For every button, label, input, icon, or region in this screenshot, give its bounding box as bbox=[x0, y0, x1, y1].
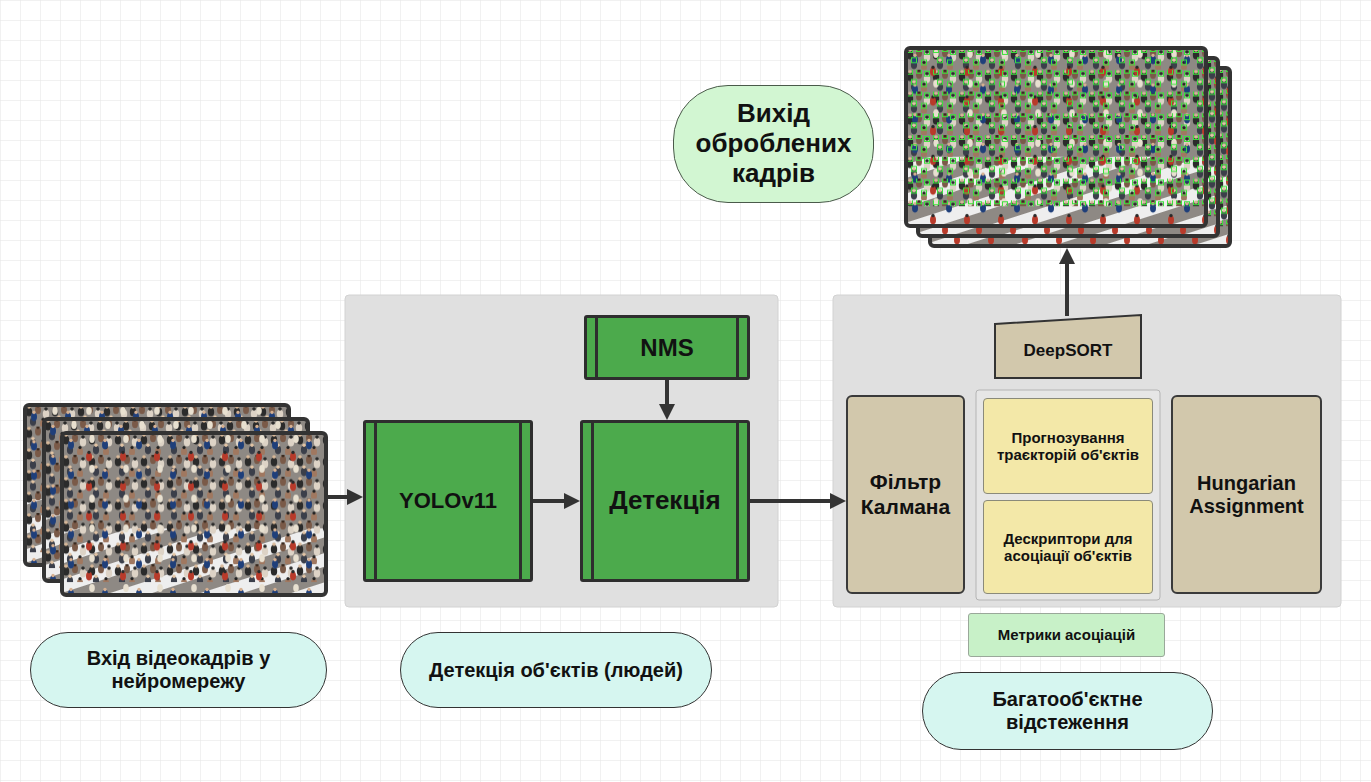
text-block: DeepSORT bbox=[999, 341, 1137, 361]
process-side-line bbox=[736, 318, 739, 377]
node-label: Дескриптори для асоціації об'єктів bbox=[992, 530, 1144, 565]
process-box: Детекція bbox=[580, 420, 750, 582]
text-block: YOLOv11 bbox=[380, 488, 516, 513]
flow-arrow bbox=[665, 380, 669, 404]
feature-box: Прогнозування траєкторій об'єктів bbox=[983, 398, 1153, 494]
node-label: Вхід відеокадрів у нейромережу bbox=[53, 647, 304, 693]
process-side-line bbox=[591, 423, 594, 579]
text-block: Детекція bbox=[597, 486, 733, 516]
process-box: NMS bbox=[584, 315, 750, 380]
process-side-line bbox=[374, 423, 377, 579]
tracking-panel bbox=[833, 295, 1341, 607]
text-block: Метрики асоціацій bbox=[975, 626, 1158, 643]
node-label: NMS bbox=[601, 334, 733, 362]
node-label: Метрики асоціацій bbox=[975, 626, 1158, 643]
stage-label: Багатооб'єктне відстеження bbox=[922, 672, 1213, 750]
node-label: DeepSORT bbox=[999, 341, 1137, 361]
node-label: Прогнозування траєкторій об'єктів bbox=[992, 429, 1144, 464]
tracker-box: DeepSORT bbox=[993, 313, 1143, 380]
text-block: Детекція об'єктів (людей) bbox=[423, 659, 689, 682]
output-frames-illustration bbox=[906, 48, 1230, 246]
process-box: YOLOv11 bbox=[363, 420, 533, 582]
inner-group-frame bbox=[976, 390, 1160, 600]
node-label: Вихід оброблених кадрів bbox=[688, 99, 859, 189]
stage-label: Вхід відеокадрів у нейромережу bbox=[30, 632, 327, 708]
text-block: Вихід оброблених кадрів bbox=[688, 99, 859, 189]
input-arrow bbox=[328, 495, 347, 499]
text-block: Дескриптори для асоціації об'єктів bbox=[992, 530, 1144, 565]
text-block: Прогнозування траєкторій об'єктів bbox=[992, 429, 1144, 464]
output-arrow bbox=[1065, 264, 1069, 316]
input-frames-illustration bbox=[25, 405, 326, 595]
metric-box: Метрики асоціацій bbox=[968, 613, 1165, 657]
node-label: Hungarian Assignment bbox=[1179, 472, 1314, 518]
node-label: Детекція об'єктів (людей) bbox=[423, 659, 689, 682]
text-block: Фільтр Калмана bbox=[854, 470, 957, 518]
node-label: Детекція bbox=[597, 486, 733, 516]
output-label: Вихід оброблених кадрів bbox=[673, 85, 874, 203]
detection-panel bbox=[345, 295, 778, 607]
text-block: Вхід відеокадрів у нейромережу bbox=[53, 647, 304, 693]
flow-arrow bbox=[750, 499, 830, 503]
component-box: Фільтр Калмана bbox=[846, 395, 965, 594]
feature-box: Дескриптори для асоціації об'єктів bbox=[983, 500, 1153, 594]
component-box: Hungarian Assignment bbox=[1171, 395, 1322, 594]
text-block: Багатооб'єктне відстеження bbox=[945, 688, 1190, 734]
process-side-line bbox=[736, 423, 739, 579]
node-label: Багатооб'єктне відстеження bbox=[945, 688, 1190, 734]
process-side-line bbox=[519, 423, 522, 579]
stage-label: Детекція об'єктів (людей) bbox=[400, 632, 712, 708]
text-block: Hungarian Assignment bbox=[1179, 472, 1314, 518]
flow-arrow bbox=[533, 499, 564, 503]
text-block: NMS bbox=[601, 334, 733, 362]
node-label: YOLOv11 bbox=[380, 488, 516, 513]
trapezoid-fill bbox=[995, 315, 1141, 378]
node-label: Фільтр Калмана bbox=[854, 470, 957, 518]
process-side-line bbox=[595, 318, 598, 377]
